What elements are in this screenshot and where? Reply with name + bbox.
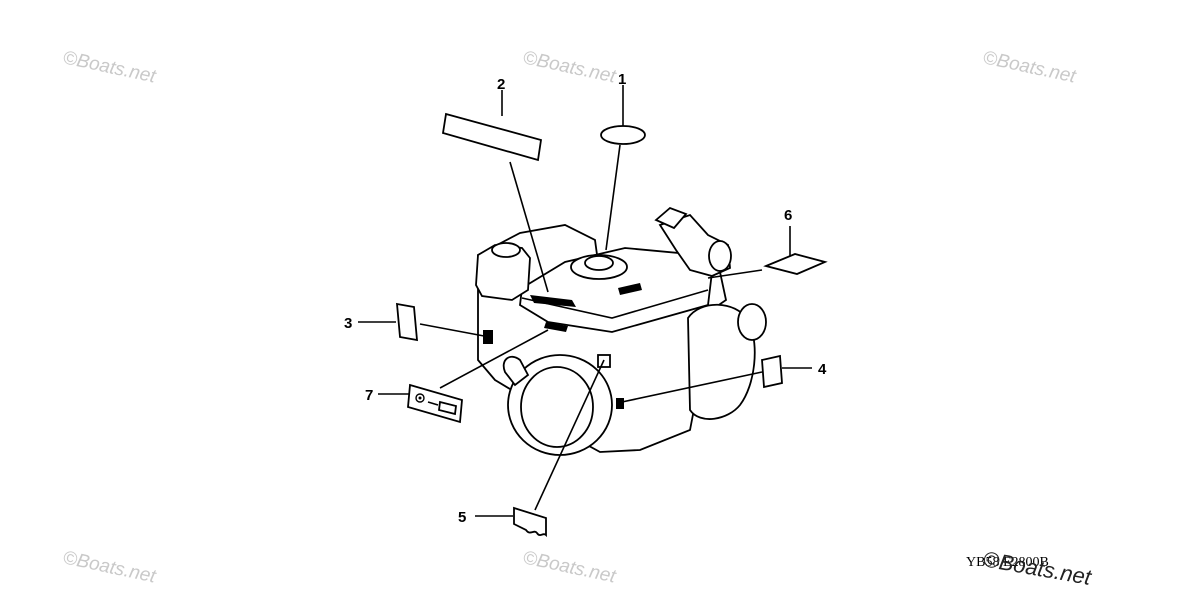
- watermark-text: Boats.net: [995, 50, 1079, 87]
- svg-text:©Boats.net: ©Boats.net: [61, 547, 158, 587]
- callout-numbers: 1 2 3 4 5 6 7: [344, 71, 827, 526]
- leader-lines: [358, 85, 812, 517]
- watermark-symbol: ©: [61, 47, 79, 70]
- callout-3: 3: [344, 315, 352, 332]
- watermark-bottom-right: ©Boats.net: [981, 546, 1094, 590]
- svg-text:©Boats.net: ©Boats.net: [981, 546, 1094, 590]
- svg-text:©Boats.net: ©Boats.net: [521, 47, 618, 87]
- watermark-top-center: ©Boats.net: [521, 47, 618, 87]
- callout-1: 1: [618, 71, 626, 88]
- callout-7: 7: [365, 387, 373, 404]
- diagram-code: YB58 E2800B: [966, 555, 1049, 570]
- decal-2: [441, 112, 543, 162]
- decal-3: [395, 302, 419, 342]
- decal-5: [513, 506, 547, 538]
- watermark-symbol: ©: [521, 547, 539, 570]
- callout-4: 4: [818, 361, 827, 378]
- decal-6: [763, 253, 828, 275]
- watermark-symbol: ©: [981, 546, 1002, 574]
- svg-text:©Boats.net: ©Boats.net: [61, 47, 158, 87]
- watermark-top-right: ©Boats.net: [981, 47, 1078, 87]
- svg-text:©Boats.net: ©Boats.net: [521, 547, 618, 587]
- watermark-symbol: ©: [521, 47, 539, 70]
- watermark-text: Boats.net: [535, 50, 619, 87]
- engine-pump-illustration: [475, 206, 767, 456]
- watermark-top-left: ©Boats.net: [61, 47, 158, 87]
- watermark-text: Boats.net: [75, 50, 159, 87]
- watermark-bottom-center: ©Boats.net: [521, 547, 618, 587]
- callout-6: 6: [784, 207, 792, 224]
- watermark-bottom-left: ©Boats.net: [61, 547, 158, 587]
- decal-7: [407, 383, 463, 424]
- watermark-symbol: ©: [61, 547, 79, 570]
- watermark-symbol: ©: [981, 47, 999, 70]
- callout-2: 2: [497, 76, 505, 93]
- watermark-text: Boats.net: [535, 550, 619, 587]
- watermark-text: Boats.net: [75, 550, 159, 587]
- decal-1: [600, 125, 646, 145]
- decals: [395, 112, 828, 538]
- svg-text:©Boats.net: ©Boats.net: [981, 47, 1078, 87]
- decal-4: [761, 354, 783, 389]
- callout-5: 5: [458, 509, 466, 526]
